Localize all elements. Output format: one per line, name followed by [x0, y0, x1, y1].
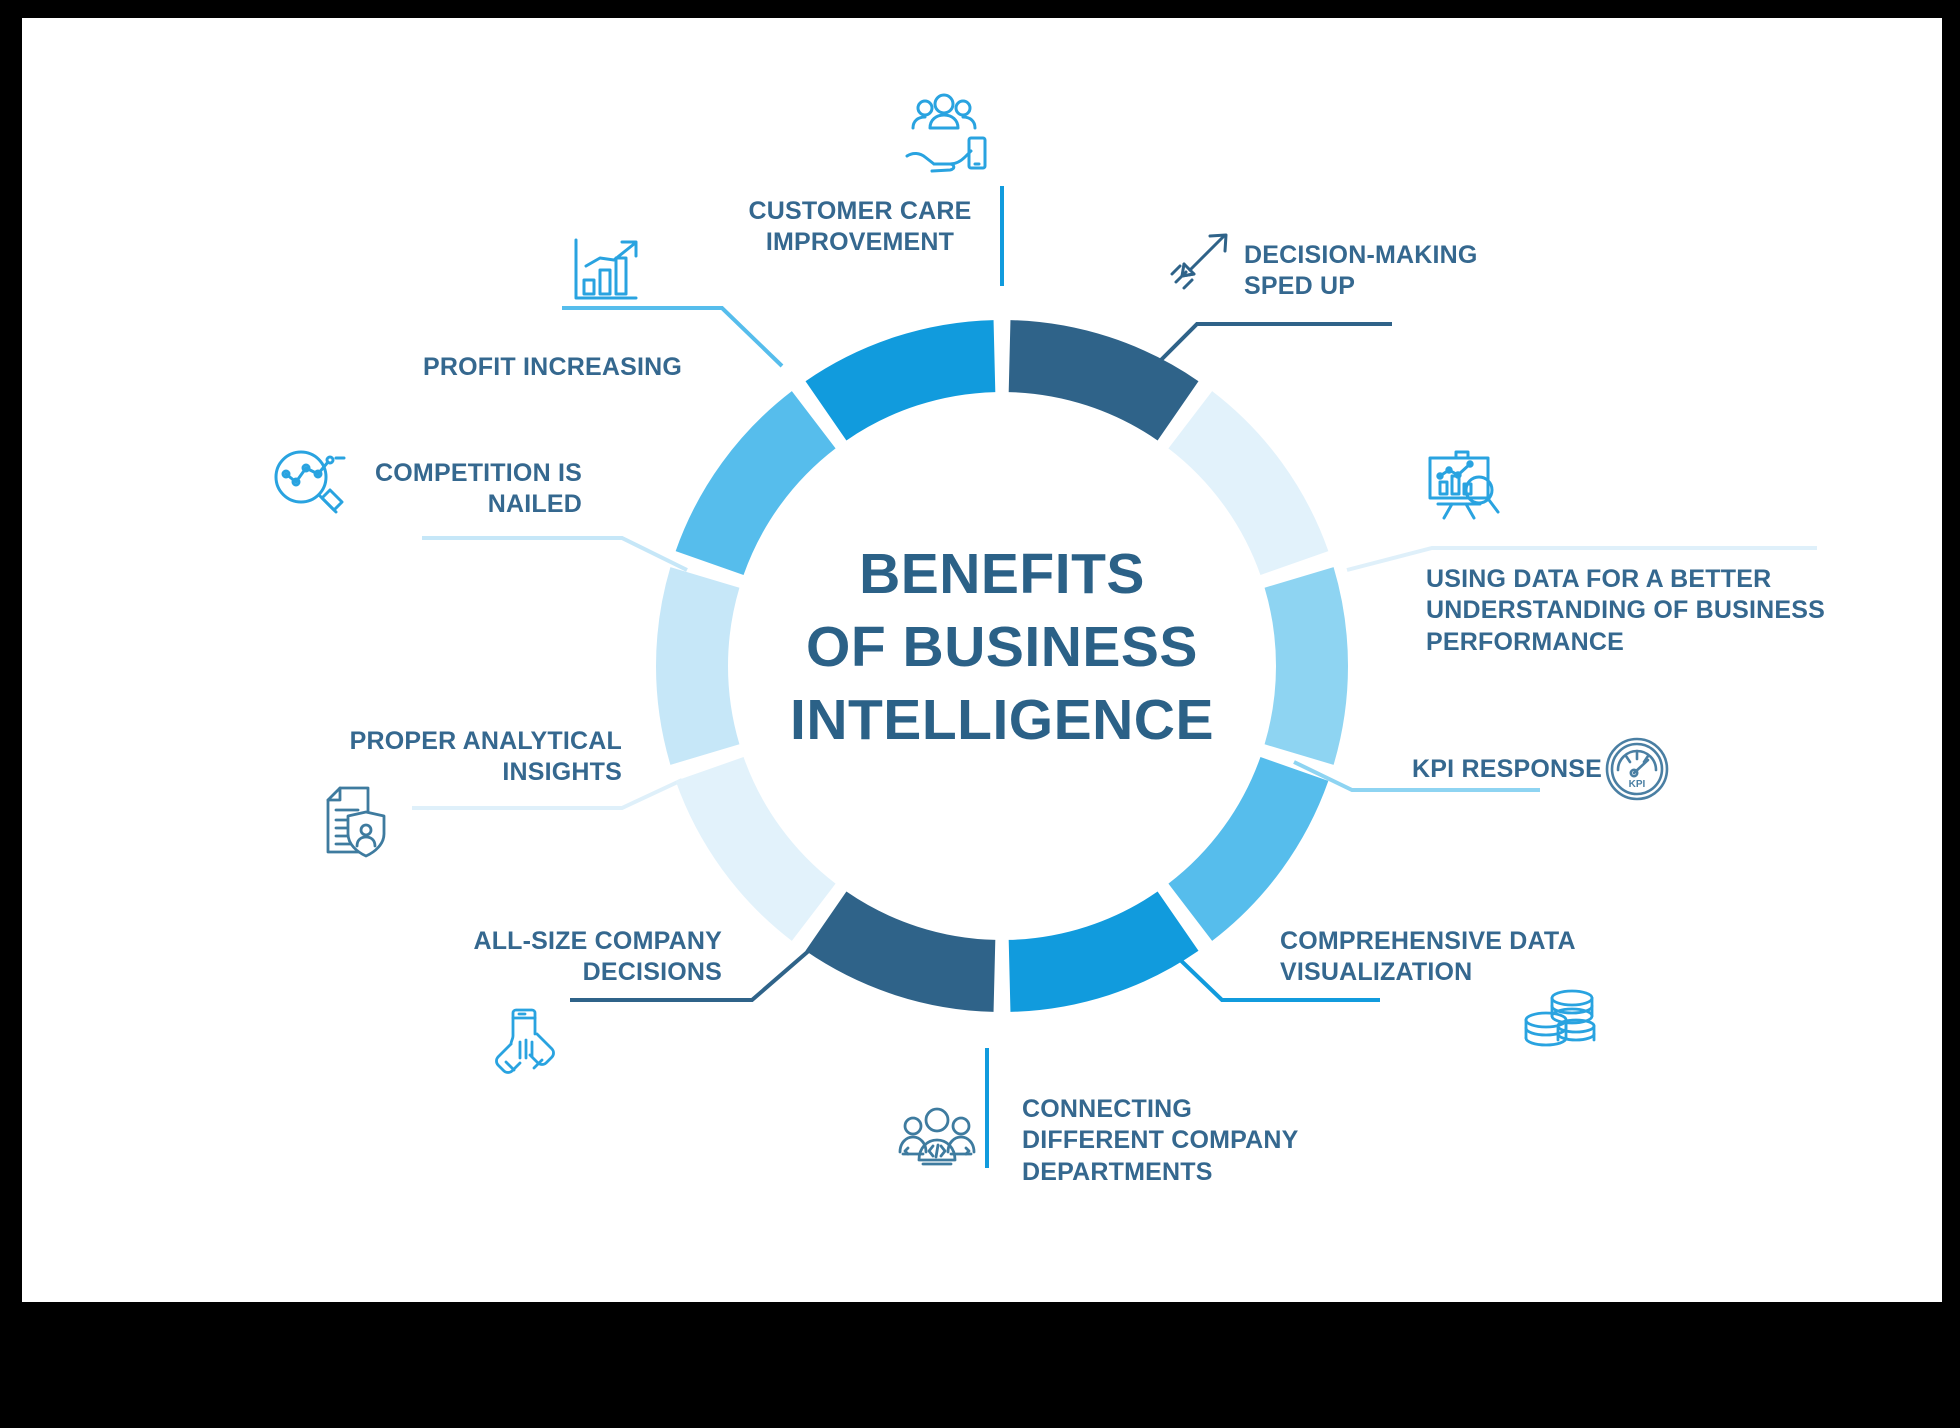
presentation-chart-search-icon: [1422, 446, 1502, 529]
label-line: USING DATA FOR A BETTER: [1426, 565, 1772, 593]
label-line: VISUALIZATION: [1280, 958, 1473, 987]
donut-segment-compvis[interactable]: [1167, 756, 1329, 941]
magnifier-chart-icon: [270, 446, 348, 525]
label-line: CUSTOMER CARE: [748, 197, 972, 225]
label-line: INSIGHTS: [502, 758, 622, 787]
donut-segment-allsize[interactable]: [805, 891, 996, 1012]
label-using-data-for-better-understanding[interactable]: USING DATA FOR A BETTER UNDERSTANDING OF…: [1426, 564, 1866, 658]
donut-segment-kpi[interactable]: [1264, 567, 1348, 765]
donut-segment-proper[interactable]: [675, 756, 837, 941]
label-line: DECISION-MAKING: [1244, 241, 1478, 269]
label-profit-increasing[interactable]: PROFIT INCREASING: [362, 352, 682, 383]
label-line: DEPARTMENTS: [1022, 1157, 1213, 1186]
label-comprehensive-data-visualization[interactable]: COMPREHENSIVE DATA VISUALIZATION: [1280, 926, 1660, 989]
label-all-size-company-decisions[interactable]: ALL-SIZE COMPANY DECISIONS: [382, 926, 722, 989]
label-line: DECISIONS: [582, 958, 722, 987]
infographic-canvas: BENEFITS OF BUSINESS INTELLIGENCE CUSTOM…: [22, 18, 1942, 1302]
customer-care-hand-icon: [897, 90, 993, 187]
donut-segment-competition[interactable]: [656, 567, 740, 765]
label-decision-making-sped-up[interactable]: DECISION-MAKING SPED UP: [1244, 240, 1574, 303]
label-line: PROFIT INCREASING: [423, 353, 682, 381]
donut-segment-decision[interactable]: [1008, 320, 1199, 441]
label-line: COMPREHENSIVE DATA: [1280, 927, 1576, 955]
donut-chart: [622, 286, 1382, 1046]
rocket-arrow-icon: [1170, 226, 1236, 297]
label-line: CONNECTING: [1022, 1095, 1193, 1123]
label-line: PROPER ANALYTICAL: [349, 727, 622, 755]
handshake-icon: [484, 1004, 568, 1083]
label-line: KPI RESPONSE: [1412, 755, 1602, 783]
label-line: ALL-SIZE COMPANY: [473, 927, 722, 955]
title-line-2: OF BUSINESS: [806, 614, 1198, 679]
label-line: SPED UP: [1244, 272, 1356, 301]
title-line-3: INTELLIGENCE: [789, 687, 1214, 752]
label-proper-analytical-insights[interactable]: PROPER ANALYTICAL INSIGHTS: [272, 726, 622, 789]
donut-svg: [656, 320, 1348, 1012]
label-kpi-response[interactable]: KPI RESPONSE: [1152, 754, 1602, 785]
page-title: BENEFITS OF BUSINESS INTELLIGENCE: [712, 538, 1292, 757]
svg-text:KPI: KPI: [1629, 779, 1646, 790]
donut-segment-customer[interactable]: [805, 320, 996, 441]
label-line: PERFORMANCE: [1426, 627, 1625, 656]
title-line-1: BENEFITS: [859, 542, 1145, 606]
label-connecting-different-company-departments[interactable]: CONNECTING DIFFERENT COMPANY DEPARTMENTS: [1022, 1094, 1352, 1188]
kpi-gauge-icon: KPI: [1604, 736, 1670, 807]
label-customer-care-improvement[interactable]: CUSTOMER CARE IMPROVEMENT: [740, 196, 980, 259]
label-line: COMPETITION IS: [375, 459, 582, 487]
donut-segment-connecting[interactable]: [1008, 891, 1199, 1012]
donut-segment-usingdata[interactable]: [1167, 391, 1329, 576]
donut-segment-profit[interactable]: [675, 391, 837, 576]
team-code-icon: [895, 1104, 979, 1179]
label-line: UNDERSTANDING OF BUSINESS: [1426, 596, 1826, 625]
document-profile-shield-icon: [322, 786, 392, 867]
label-line: NAILED: [487, 490, 582, 519]
bar-chart-growth-icon: [570, 236, 642, 313]
label-line: IMPROVEMENT: [765, 228, 955, 257]
label-line: DIFFERENT COMPANY: [1022, 1126, 1299, 1155]
label-competition-is-nailed[interactable]: COMPETITION IS NAILED: [282, 458, 582, 521]
database-stack-icon: [1522, 986, 1598, 1053]
